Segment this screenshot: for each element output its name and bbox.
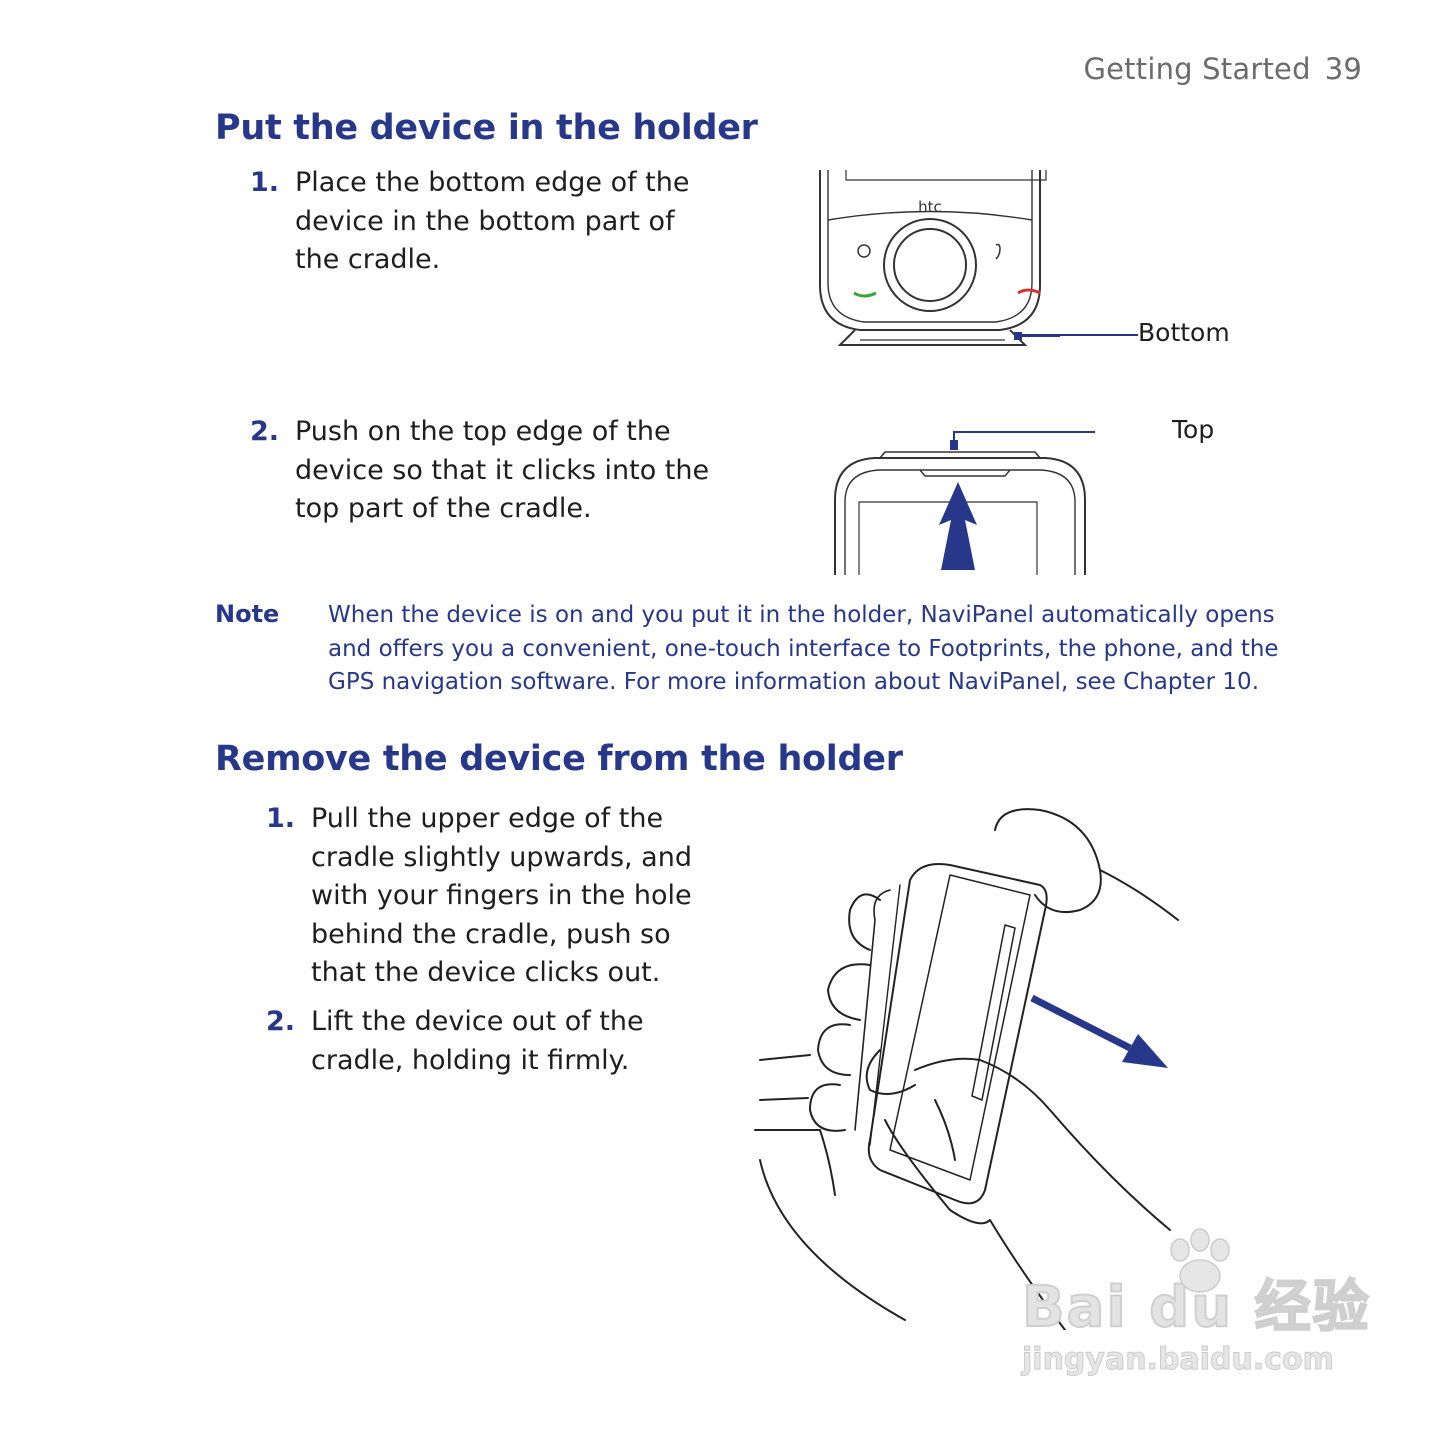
hands-removing-device-illustration [754,808,1179,1330]
step-line: device in the bottom part of [295,205,675,237]
step-line: Place the bottom edge of the [295,167,690,198]
step-pull-upper-edge: 1. Pull the upper edge of the cradle sli… [266,800,706,993]
chapter-title: Getting Started [1083,52,1311,86]
baidu-watermark-url: jingyan.baidu.com [1022,1342,1335,1378]
step-number: 1. [266,803,296,834]
callout-leader [953,431,1095,440]
step-line: top part of the cradle. [295,493,592,524]
section-title-remove-device: Remove the device from the holder [215,739,903,779]
step-line: cradle slightly upwards, and [311,841,692,873]
call-icon [853,291,877,298]
step-line: the cradle. [295,244,441,275]
note-line: GPS navigation software. For more inform… [328,669,1260,695]
step-push-top: 2. Push on the top edge of the device so… [250,413,720,529]
step-lift-device: 2. Lift the device out of the cradle, ho… [266,1003,706,1080]
callout-marker [950,440,958,450]
note-label: Note [215,600,280,628]
step-line: with your fingers in the hole [311,880,692,911]
page-number: 39 [1324,52,1362,86]
callout-bottom: Bottom [1138,318,1230,347]
footprints-icon [995,243,1001,260]
arrow-right-down-icon [1122,1034,1168,1068]
step-number: 2. [250,416,280,447]
brand-logo: htc [918,198,942,216]
device-bottom-illustration: htc [819,170,1060,346]
step-line: device so that it clicks into the [295,454,710,486]
step-line: behind the cradle, push so [311,918,671,950]
step-line: Pull the upper edge of the [311,803,664,834]
callout-bottom-line [1022,334,1138,336]
step-line: Push on the top edge of the [295,416,671,447]
up-arrow-icon [939,482,977,570]
note-line: When the device is on and you put it in … [328,602,1275,628]
section-title-put-device: Put the device in the holder [215,108,758,148]
callout-marker [1014,332,1022,340]
running-header: Getting Started 39 [1083,52,1362,86]
nav-button-icon [857,244,871,258]
step-line: that the device clicks out. [311,957,661,988]
step-line: cradle, holding it firmly. [311,1044,630,1076]
step-number: 1. [250,167,280,198]
callout-top: Top [1172,415,1215,444]
paw-watermark-icon [1170,1228,1230,1293]
step-number: 2. [266,1006,296,1037]
end-call-icon [1017,288,1041,295]
step-place-bottom: 1. Place the bottom edge of the device i… [250,164,710,280]
step-line: Lift the device out of the [311,1006,644,1037]
note-line: and offers you a convenient, one-touch i… [328,635,1279,662]
note-body: When the device is on and you put it in … [328,599,1328,700]
arrow-shaft [1030,994,1132,1052]
device-top-illustration [834,431,1095,575]
